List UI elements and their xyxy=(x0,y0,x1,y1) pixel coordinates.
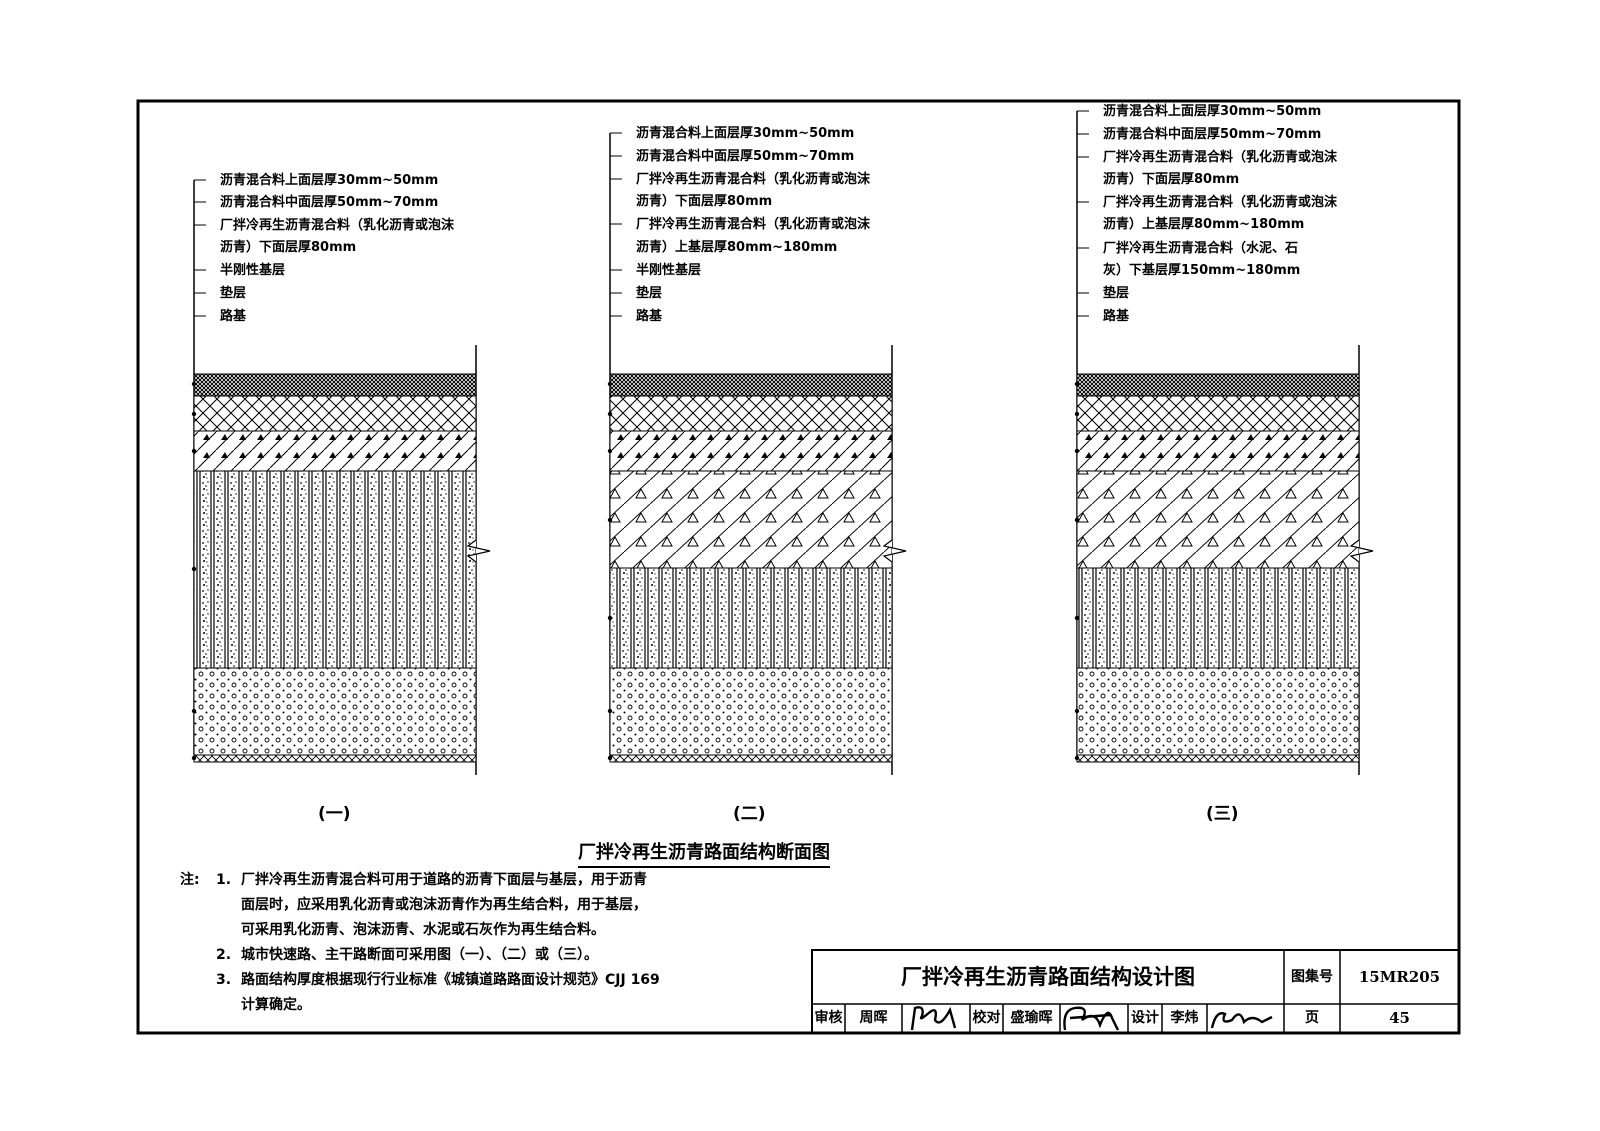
layer-middle-asphalt xyxy=(193,395,477,432)
layer-subgrade xyxy=(609,754,893,763)
checker-name: 盛瑜晖 xyxy=(1010,1010,1053,1026)
note-3-line-1: 路面结构厚度根据现行行业标准《城镇道路路面设计规范》CJJ 169 xyxy=(241,972,660,988)
label-subgrade: 路基 xyxy=(636,309,663,324)
label-cushion: 垫层 xyxy=(636,286,663,301)
label-lower-cold-recycled: 厂拌冷再生沥青混合料（乳化沥青或泡沫 xyxy=(1103,150,1338,165)
note-2-number: 2. xyxy=(216,947,232,963)
label-upper-asphalt: 沥青混合料上面层厚30mm~50mm xyxy=(220,173,439,188)
page-label: 页 xyxy=(1305,1010,1319,1026)
layer-subgrade xyxy=(1076,754,1360,763)
label-semi-rigid-base: 半刚性基层 xyxy=(636,263,702,278)
design-label: 设计 xyxy=(1131,1010,1159,1026)
layer-cushion xyxy=(609,667,893,756)
section-three-cross-section xyxy=(1074,110,1374,775)
note-1-number: 1. xyxy=(216,872,232,888)
layer-upper-base-cold-recycled xyxy=(609,470,893,569)
label-lower-base-cement-lime-cont: 灰）下基层厚150mm~180mm xyxy=(1103,263,1301,278)
label-upper-base-cold-recycled-cont: 沥青）上基层厚80mm~180mm xyxy=(1103,217,1305,232)
label-cushion: 垫层 xyxy=(1103,286,1130,301)
review-label: 审核 xyxy=(814,1010,843,1026)
label-lower-cold-recycled: 厂拌冷再生沥青混合料（乳化沥青或泡沫 xyxy=(636,172,871,187)
layer-upper-asphalt xyxy=(1076,373,1360,397)
label-subgrade: 路基 xyxy=(220,309,247,324)
label-upper-base-cold-recycled: 厂拌冷再生沥青混合料（乳化沥青或泡沫 xyxy=(1103,195,1338,210)
label-upper-asphalt: 沥青混合料上面层厚30mm~50mm xyxy=(636,126,855,141)
layer-upper-base-cold-recycled xyxy=(1076,470,1360,569)
label-lower-cold-recycled-cont: 沥青）下面层厚80mm xyxy=(220,240,357,255)
layer-cushion xyxy=(1076,667,1360,756)
label-middle-asphalt: 沥青混合料中面层厚50mm~70mm xyxy=(1103,127,1322,142)
designer-name: 李炜 xyxy=(1170,1010,1199,1026)
note-2-line-1: 城市快速路、主干路断面可采用图（一）、（二）或（三）。 xyxy=(241,947,598,963)
figure-title: 厂拌冷再生沥青路面结构断面图 xyxy=(578,838,830,868)
label-lower-base-cement-lime: 厂拌冷再生沥青混合料（水泥、石 xyxy=(1103,241,1299,256)
layer-lower-base-cement-lime xyxy=(1076,567,1360,669)
label-semi-rigid-base: 半刚性基层 xyxy=(220,263,286,278)
title-block-frame xyxy=(811,949,1460,1034)
drawing-title: 厂拌冷再生沥青路面结构设计图 xyxy=(901,965,1195,989)
checker-signature xyxy=(1063,1006,1120,1031)
layer-lower-cold-recycled xyxy=(193,430,477,472)
label-lower-cold-recycled: 厂拌冷再生沥青混合料（乳化沥青或泡沫 xyxy=(220,218,455,233)
label-upper-asphalt: 沥青混合料上面层厚30mm~50mm xyxy=(1103,104,1322,119)
note-3-number: 3. xyxy=(216,972,232,988)
layer-semi-rigid-base xyxy=(609,567,893,669)
page-number: 45 xyxy=(1389,1009,1410,1027)
label-lower-cold-recycled-cont: 沥青）下面层厚80mm xyxy=(1103,172,1240,187)
layer-lower-cold-recycled xyxy=(1076,430,1360,472)
layer-middle-asphalt xyxy=(1076,395,1360,432)
section-three-caption: (三) xyxy=(1206,804,1239,824)
label-upper-base-cold-recycled-cont: 沥青）上基层厚80mm~180mm xyxy=(636,240,838,255)
layer-semi-rigid-base xyxy=(193,470,477,669)
atlas-number: 15MR205 xyxy=(1358,968,1441,986)
note-1-line-3: 可采用乳化沥青、泡沫沥青、水泥或石灰作为再生结合料。 xyxy=(241,922,605,938)
section-one-cross-section xyxy=(191,179,491,775)
note-1-line-1: 厂拌冷再生沥青混合料可用于道路的沥青下面层与基层，用于沥青 xyxy=(241,872,647,888)
section-two-cross-section xyxy=(607,132,907,775)
label-middle-asphalt: 沥青混合料中面层厚50mm~70mm xyxy=(220,195,439,210)
notes-prefix: 注: xyxy=(180,872,200,888)
note-1-line-2: 面层时，应采用乳化沥青或泡沫沥青作为再生结合料，用于基层， xyxy=(241,897,647,913)
label-cushion: 垫层 xyxy=(220,286,247,301)
layer-subgrade xyxy=(193,754,477,763)
reviewer-name: 周晖 xyxy=(859,1010,888,1026)
label-upper-base-cold-recycled: 厂拌冷再生沥青混合料（乳化沥青或泡沫 xyxy=(636,217,871,232)
sheet-frame xyxy=(136,99,1461,1035)
section-two-caption: (二) xyxy=(733,804,766,824)
label-lower-cold-recycled-cont: 沥青）下面层厚80mm xyxy=(636,194,773,209)
layer-middle-asphalt xyxy=(609,395,893,432)
section-one-caption: (一) xyxy=(318,804,351,824)
reviewer-signature xyxy=(910,1006,957,1031)
note-3-line-2: 计算确定。 xyxy=(241,997,311,1013)
layer-upper-asphalt xyxy=(193,373,477,397)
label-subgrade: 路基 xyxy=(1103,309,1130,324)
designer-signature xyxy=(1210,1012,1273,1029)
layer-lower-cold-recycled xyxy=(609,430,893,472)
layer-upper-asphalt xyxy=(609,373,893,397)
label-middle-asphalt: 沥青混合料中面层厚50mm~70mm xyxy=(636,149,855,164)
check-label: 校对 xyxy=(972,1010,1001,1026)
layer-cushion xyxy=(193,667,477,756)
atlas-number-label: 图集号 xyxy=(1291,969,1333,985)
